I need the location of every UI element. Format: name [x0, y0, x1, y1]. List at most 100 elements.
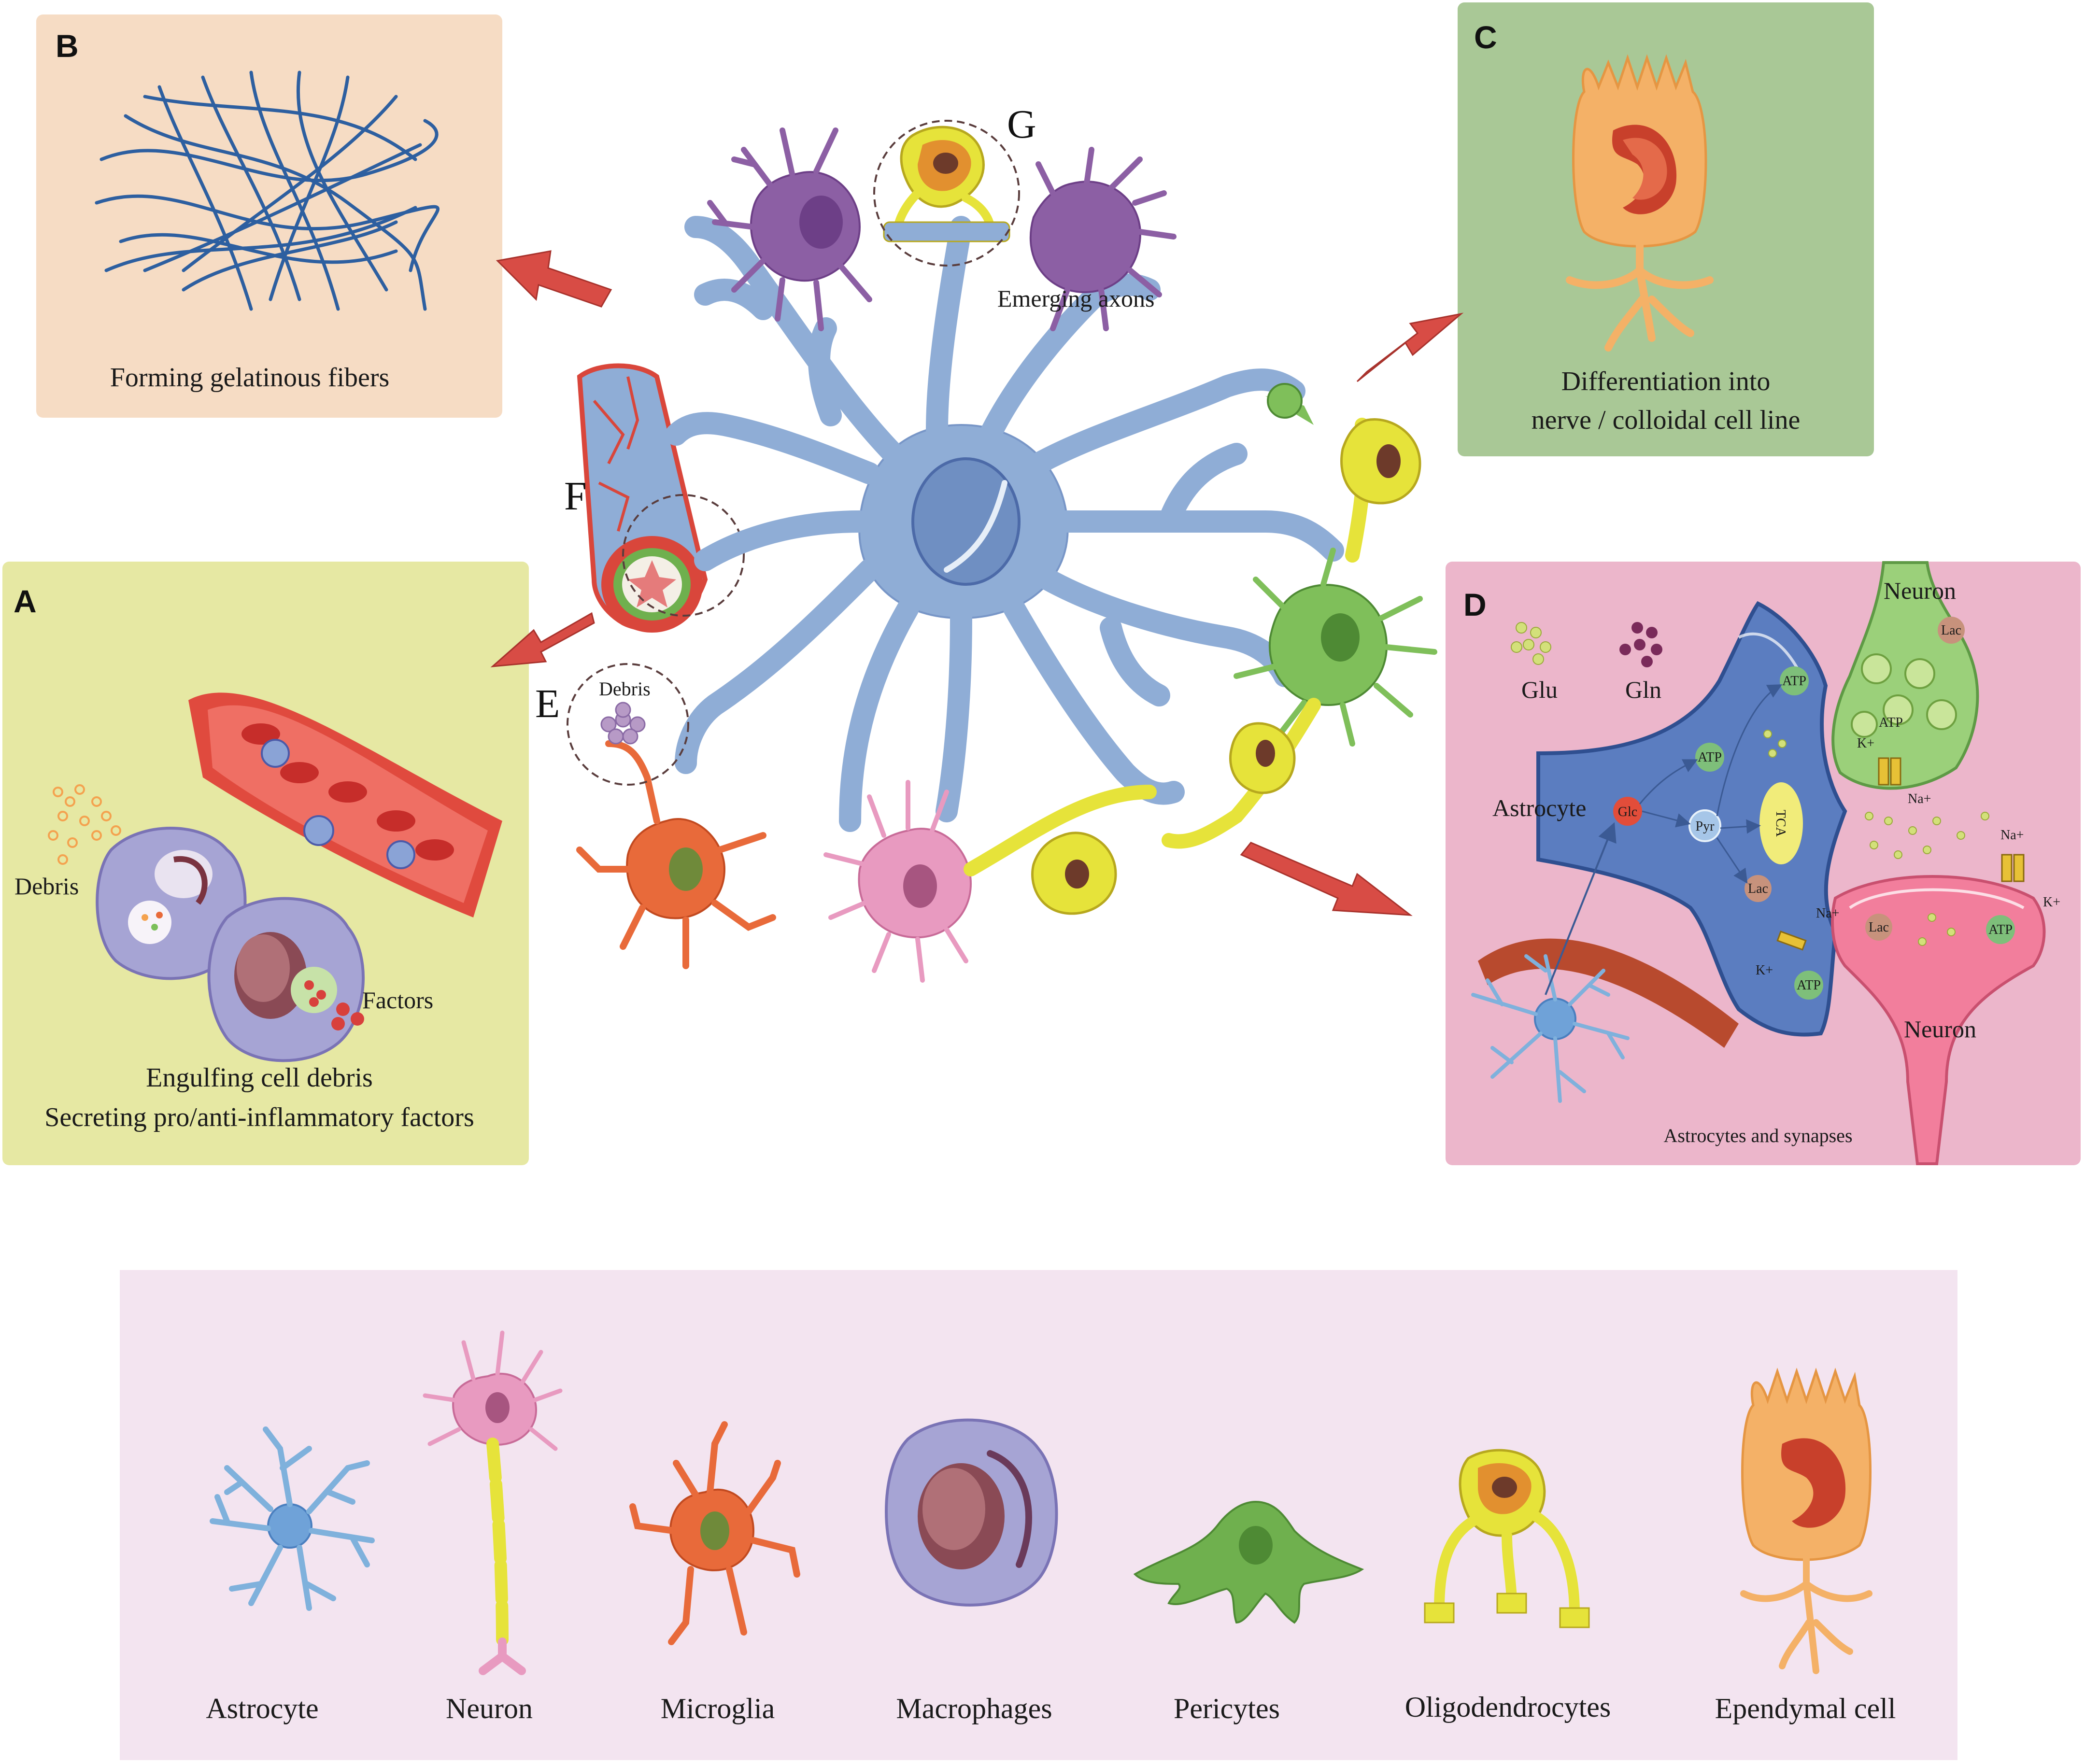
legend-label-pericytes: Pericytes	[1174, 1693, 1280, 1724]
arrow-to-d	[1240, 842, 1413, 916]
panel-d-caption: Astrocytes and synapses	[1663, 1125, 1852, 1146]
k-label-2: K+	[2043, 895, 2060, 910]
panel-b-letter: B	[56, 28, 79, 64]
legend-label-oligodendrocytes: Oligodendrocytes	[1405, 1691, 1611, 1723]
center-debris-label: Debris	[599, 678, 651, 700]
glu-label: Glu	[1521, 676, 1558, 703]
legend-label-macrophages: Macrophages	[896, 1693, 1052, 1724]
tca-node	[1759, 782, 1803, 864]
panel-c: C Differentiation into nerve / colloidal…	[1458, 2, 1874, 456]
cell-type-legend: Astrocyte Neuron Microglia Macrophages P…	[120, 1270, 1957, 1760]
panel-a-box	[2, 562, 529, 1165]
lac-node-1	[1745, 875, 1772, 902]
panel-d-letter: D	[1463, 587, 1487, 622]
na-label-3: Na+	[1816, 906, 1839, 921]
atp-label-3: ATP	[1797, 978, 1821, 993]
k-label-1: K+	[1857, 736, 1874, 751]
panel-c-letter: C	[1474, 19, 1497, 55]
oligodendrocyte-icon	[1424, 1449, 1590, 1628]
macrophage-icon	[885, 1418, 1058, 1607]
panel-d: D Glu Gln Glc Pyr TCA ATP	[1446, 561, 2081, 1165]
label-e: E	[535, 681, 560, 726]
lac-label-1: Lac	[1748, 881, 1768, 896]
ion-channels	[1776, 757, 2025, 951]
atp-label-4: ATP	[1879, 715, 1903, 730]
gln-label: Gln	[1625, 676, 1661, 703]
blood-vessel-illustration	[188, 692, 502, 917]
purple-neuron-cell	[707, 127, 872, 331]
gelatinous-fibers	[95, 71, 440, 311]
panel-a-letter: A	[14, 583, 37, 619]
atp-label-1: ATP	[1698, 750, 1722, 765]
panel-a: A Debris	[2, 562, 529, 1165]
atp-node-2	[1780, 666, 1809, 695]
debris-cluster	[600, 702, 646, 745]
neuron-bottom-label: Neuron	[1904, 1016, 1976, 1043]
lac-node-2	[1938, 617, 1965, 644]
direction-arrows	[490, 250, 1464, 916]
arrow-to-a	[490, 612, 595, 667]
glc-node	[1613, 797, 1642, 826]
region-e-circle	[567, 663, 689, 786]
legend-label-neuron: Neuron	[446, 1693, 533, 1724]
tca-label: TCA	[1773, 810, 1788, 837]
central-astrocyte-network: F	[535, 102, 1437, 983]
region-f-circle	[622, 494, 745, 617]
panel-c-caption-line1: Differentiation into	[1561, 367, 1771, 396]
panel-a-caption-line2: Secreting pro/anti-inflammatory factors	[44, 1102, 474, 1132]
oligodendrocyte-right	[1229, 418, 1421, 794]
legend-label-ependymal: Ependymal cell	[1715, 1693, 1896, 1724]
na-label-1: Na+	[1908, 791, 1931, 806]
region-g-circle	[873, 120, 1020, 267]
legend-label-astrocyte: Astrocyte	[206, 1693, 318, 1724]
ependymal-icon	[1740, 1368, 1872, 1674]
purple-neuron-cell-right	[1029, 147, 1177, 331]
macrophage-secreting-factors	[207, 897, 365, 1062]
legend-label-microglia: Microglia	[661, 1693, 775, 1724]
atp-label-5: ATP	[1988, 922, 2013, 937]
neuron-icon	[423, 1330, 563, 1675]
lac-label-3: Lac	[1869, 920, 1889, 935]
synaptic-glutamate	[1763, 730, 1989, 946]
gln-molecules-icon	[1619, 622, 1662, 667]
microglia-icon	[629, 1421, 800, 1645]
pink-neuron-cell	[823, 780, 1157, 983]
top-neuron-vesicles	[1851, 653, 1957, 738]
astrocyte-nucleus	[911, 457, 1021, 586]
k-label-3: K+	[1756, 963, 1773, 978]
panel-c-caption-line2: nerve / colloidal cell line	[1532, 405, 1801, 435]
panel-a-caption-line1: Engulfing cell debris	[146, 1063, 373, 1093]
debris-particles	[48, 784, 121, 865]
lac-label-2: Lac	[1941, 623, 1961, 638]
na-label-2: Na+	[2000, 828, 2024, 843]
atp-node-1	[1695, 743, 1724, 772]
atp-node-3	[1794, 971, 1823, 1000]
atp-node-5	[1986, 915, 2015, 944]
astrocyte-label: Astrocyte	[1492, 794, 1586, 821]
oligodendrocyte-g	[883, 126, 1010, 242]
arrow-to-c	[1356, 312, 1464, 382]
blood-vessel-f	[577, 363, 708, 633]
panel-a-factors-label: Factors	[362, 987, 433, 1014]
atp-label-2: ATP	[1782, 674, 1806, 689]
lac-node-3	[1865, 914, 1892, 941]
pyr-label: Pyr	[1696, 819, 1715, 834]
pericyte-icon	[1133, 1500, 1364, 1624]
microglia-e	[576, 702, 776, 969]
astrocyte-icon	[210, 1426, 375, 1611]
label-g: G	[1007, 102, 1036, 147]
arrow-to-b	[496, 250, 612, 308]
macrophage-engulfing-debris	[96, 827, 247, 980]
panel-b: B Forming gelatinous fibers	[36, 14, 502, 418]
label-f: F	[564, 474, 587, 519]
emerging-axons-label: Emerging axons	[997, 285, 1154, 312]
neuron-top-label: Neuron	[1884, 577, 1956, 604]
panel-b-caption: Forming gelatinous fibers	[110, 363, 390, 393]
glc-label: Glc	[1618, 804, 1637, 819]
glu-molecules-icon	[1511, 622, 1551, 665]
bottom-neuron-terminal	[1831, 875, 2046, 1165]
ependymal-cell-illustration	[1566, 54, 1714, 352]
panel-d-blood-vessel	[1478, 938, 1739, 1048]
panel-d-small-astrocyte	[1471, 954, 1630, 1103]
